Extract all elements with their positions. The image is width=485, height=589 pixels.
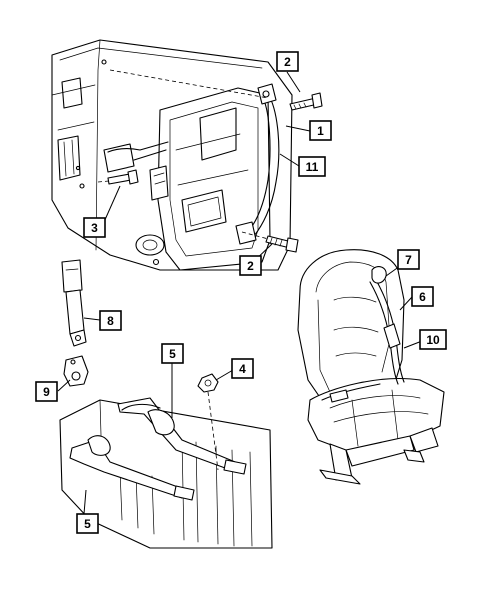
cab-back-wall-illustration xyxy=(51,39,293,271)
svg-text:2: 2 xyxy=(247,259,254,273)
mounting-bolt-upper xyxy=(289,92,323,111)
seat-illustration xyxy=(297,249,445,485)
latch-plate-illustration xyxy=(61,259,87,347)
svg-text:11: 11 xyxy=(306,160,319,174)
callout-10: 10 xyxy=(419,329,447,350)
svg-text:5: 5 xyxy=(169,347,176,361)
callout-9: 9 xyxy=(35,381,58,402)
svg-text:10: 10 xyxy=(426,333,440,347)
svg-text:6: 6 xyxy=(419,290,426,304)
svg-text:3: 3 xyxy=(91,221,98,235)
callout-5-upper: 5 xyxy=(161,343,184,364)
svg-text:4: 4 xyxy=(239,362,246,376)
svg-text:1: 1 xyxy=(317,124,324,138)
mounting-bolt-left xyxy=(107,169,139,185)
callout-3: 3 xyxy=(83,217,106,238)
floor-buckle-illustration xyxy=(59,373,273,549)
mounting-bolt-lower xyxy=(265,235,299,253)
svg-text:5: 5 xyxy=(84,517,91,531)
callout-2-lower: 2 xyxy=(239,255,262,276)
callout-4: 4 xyxy=(231,358,254,379)
callout-8: 8 xyxy=(99,310,122,331)
svg-text:9: 9 xyxy=(43,385,50,399)
svg-text:8: 8 xyxy=(107,314,114,328)
anchor-plate-illustration xyxy=(63,355,89,387)
callout-6: 6 xyxy=(411,286,434,307)
callout-1: 1 xyxy=(309,120,332,141)
svg-text:7: 7 xyxy=(405,253,412,267)
svg-text:2: 2 xyxy=(284,55,291,69)
leader-lines xyxy=(57,71,423,515)
callout-11: 11 xyxy=(298,156,326,177)
callout-5-lower: 5 xyxy=(76,513,99,534)
callout-2-upper: 2 xyxy=(276,51,299,72)
callout-7: 7 xyxy=(397,249,420,270)
